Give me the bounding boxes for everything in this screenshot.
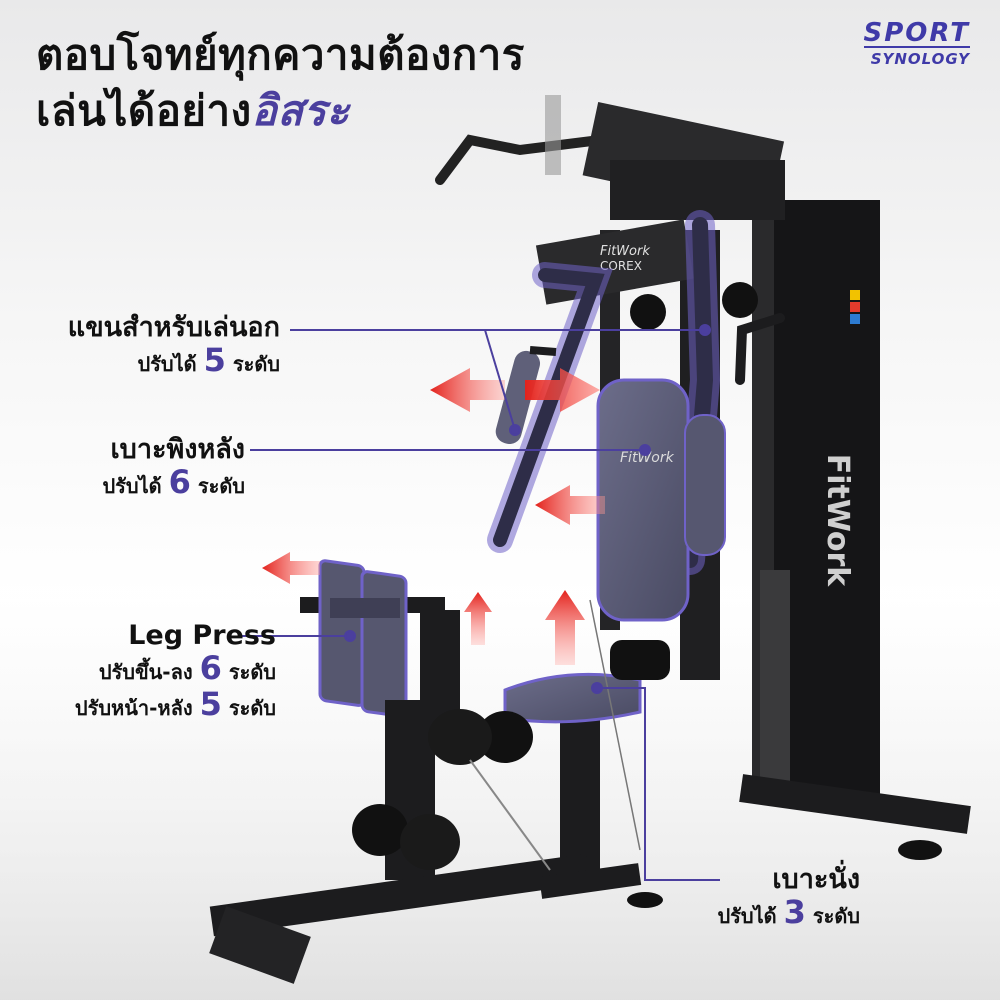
arrow-legpress-back <box>262 552 320 584</box>
brand-line-2: SYNOLOGY <box>863 46 970 68</box>
brand-logo: SPORT SYNOLOGY <box>863 18 970 68</box>
callout-lines <box>240 324 720 881</box>
arrow-backrest <box>535 485 605 525</box>
headline-line-1: ตอบโจทย์ทุกความต้องการ <box>36 30 525 79</box>
backpad-brand: FitWork <box>620 450 675 466</box>
tower-brand-text: FitWork <box>820 454 855 588</box>
leg-press-plate <box>300 559 445 718</box>
callout-seat: เบาะนั่ง ปรับได้ 3 ระดับ <box>717 864 860 932</box>
callout-chest-arms: แขนสำหรับเล่นอก ปรับได้ 5 ระดับ <box>68 312 280 380</box>
callout-backrest: เบาะพิงหลัง ปรับได้ 6 ระดับ <box>102 434 245 502</box>
callout-title: Leg Press <box>128 620 276 651</box>
adjust-arrows <box>262 368 605 665</box>
crossbar-brand: FitWork <box>600 244 650 259</box>
line-seat <box>597 687 720 881</box>
arrow-legpress-up <box>464 592 492 645</box>
callout-title: เบาะนั่ง <box>772 864 860 895</box>
callout-leg-press: Leg Press ปรับขึ้น-ลง 6 ระดับ ปรับหน้า-ห… <box>75 620 276 724</box>
headline-prefix: เล่นได้อย่าง <box>36 86 252 135</box>
arrow-seat-up <box>545 590 585 665</box>
arrow-chest-left <box>430 368 505 412</box>
brand-line-1: SPORT <box>863 18 970 48</box>
callout-detail: ปรับได้ 3 ระดับ <box>717 893 860 931</box>
callout-detail: ปรับหน้า-หลัง 5 ระดับ <box>74 685 276 723</box>
callout-detail: ปรับได้ 5 ระดับ <box>137 341 280 379</box>
headline-line-2: เล่นได้อย่างอิสระ <box>36 78 350 144</box>
headline-emphasis: อิสระ <box>251 86 350 135</box>
arrow-chest-right <box>525 368 600 412</box>
weight-stack-tower: FitWork <box>610 160 971 860</box>
callout-title: เบาะพิงหลัง <box>110 434 245 465</box>
callout-title: แขนสำหรับเล่นอก <box>67 312 280 343</box>
callout-detail: ปรับขึ้น-ลง 6 ระดับ <box>98 649 276 687</box>
leg-station-frame <box>209 599 663 984</box>
callout-detail: ปรับได้ 6 ระดับ <box>102 463 245 501</box>
